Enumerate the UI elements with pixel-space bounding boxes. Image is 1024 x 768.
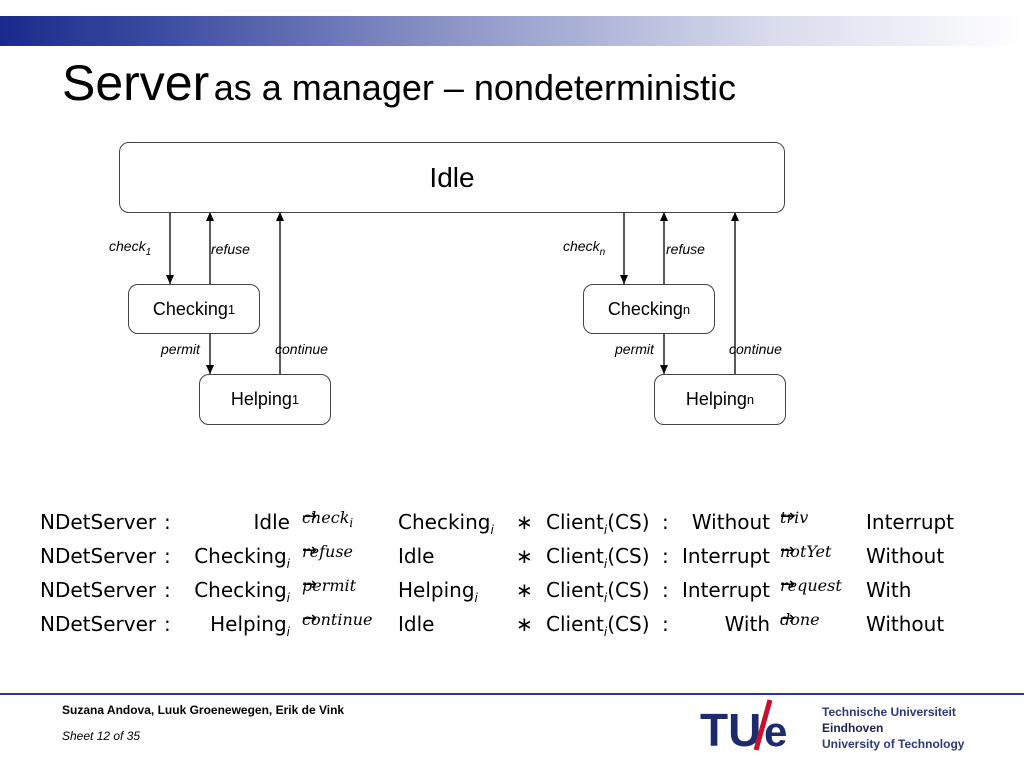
state-label: Helping bbox=[685, 389, 747, 409]
rule-to-phase: Without bbox=[866, 544, 945, 568]
rule-target-state: Checkingi bbox=[398, 510, 494, 537]
rule-phase-action-label: notYet bbox=[780, 542, 832, 561]
label-permit-right: permit bbox=[615, 341, 654, 357]
rule-action-label: checki bbox=[302, 508, 354, 531]
rule-source-state: Idle bbox=[253, 510, 290, 534]
footer-divider bbox=[0, 693, 1024, 695]
title-gradient-bar bbox=[0, 16, 1024, 46]
rule-source-state: Checkingi bbox=[194, 578, 290, 605]
rule-target-state: Idle bbox=[398, 612, 435, 636]
arrow-icon: → bbox=[780, 574, 796, 595]
footer-sheet-number: Sheet 12 of 35 bbox=[62, 729, 141, 743]
logo-line-3: University of Technology bbox=[822, 737, 965, 751]
rule-to-phase: Interrupt bbox=[866, 510, 955, 534]
rule-star: ∗ bbox=[516, 612, 533, 636]
label-permit-left: permit bbox=[161, 341, 200, 357]
university-name: Technische Universiteit Eindhoven Univer… bbox=[822, 704, 964, 752]
title-rest: as a manager – nondeterministic bbox=[213, 67, 736, 108]
rule-client: Clienti(CS) bbox=[546, 510, 650, 537]
rule-colon: : bbox=[662, 510, 669, 534]
rule-target-state: Helpingi bbox=[398, 578, 478, 605]
rule-from-phase: Without bbox=[691, 510, 770, 534]
rule-action-label: permit bbox=[302, 576, 357, 595]
label-continue-left: continue bbox=[275, 341, 328, 357]
rule-process: NDetServer bbox=[40, 510, 157, 534]
rule-phase-action-label: done bbox=[780, 610, 820, 629]
arrow-icon: → bbox=[302, 608, 318, 629]
rule-phase-action-label: request bbox=[780, 576, 842, 595]
rule-colon: : bbox=[662, 612, 669, 636]
rule-to-phase: With bbox=[866, 578, 912, 602]
arrow-icon: → bbox=[302, 506, 318, 527]
label-continue-right: continue bbox=[729, 341, 782, 357]
rule-client: Clienti(CS) bbox=[546, 544, 650, 571]
state-idle: Idle bbox=[119, 142, 785, 213]
label-check-1: check1 bbox=[109, 238, 152, 258]
rule-process: NDetServer bbox=[40, 544, 157, 568]
state-idle-label: Idle bbox=[429, 161, 475, 193]
rule-phase-action-label: triv bbox=[780, 508, 809, 527]
rule-client: Clienti(CS) bbox=[546, 578, 650, 605]
rule-target-state: Idle bbox=[398, 544, 435, 568]
rule-from-phase: Interrupt bbox=[682, 578, 771, 602]
rule-action-label: refuse bbox=[302, 542, 354, 561]
title-main: Server bbox=[62, 55, 210, 111]
rule-star: ∗ bbox=[516, 510, 533, 534]
logo-line-1: Technische Universiteit bbox=[822, 705, 956, 719]
arrow-icon: → bbox=[302, 574, 318, 595]
arrow-icon: → bbox=[302, 540, 318, 561]
rule-to-phase: Without bbox=[866, 612, 945, 636]
logo-e: e bbox=[764, 708, 786, 752]
logo-line-2: Eindhoven bbox=[822, 721, 884, 735]
rule-from-phase: Interrupt bbox=[682, 544, 771, 568]
rule-source-state: Helpingi bbox=[210, 612, 290, 639]
tue-logo-icon: TU e bbox=[700, 699, 786, 752]
state-label: Checking bbox=[607, 298, 683, 319]
rule-from-phase: With bbox=[724, 612, 770, 636]
rule-source-state: Checkingi bbox=[194, 544, 290, 571]
rule-process: NDetServer bbox=[40, 612, 157, 636]
rule-action-label: continue bbox=[302, 610, 373, 629]
rule-colon: : bbox=[164, 612, 171, 636]
rule-star: ∗ bbox=[516, 544, 533, 568]
slide-title: Server as a manager – nondeterministic bbox=[62, 54, 736, 112]
rule-colon: : bbox=[662, 578, 669, 602]
logo-tu: TU bbox=[700, 704, 761, 752]
rule-colon: : bbox=[164, 544, 171, 568]
label-refuse-right: refuse bbox=[666, 241, 705, 257]
label-refuse-left: refuse bbox=[211, 241, 250, 257]
rule-star: ∗ bbox=[516, 578, 533, 602]
state-label: Helping bbox=[230, 389, 292, 409]
arrow-icon: → bbox=[780, 506, 796, 527]
rule-process: NDetServer bbox=[40, 578, 157, 602]
state-label: Checking bbox=[152, 298, 228, 319]
label-check-n: checkn bbox=[563, 238, 606, 258]
rule-colon: : bbox=[164, 578, 171, 602]
footer-authors: Suzana Andova, Luuk Groenewegen, Erik de… bbox=[62, 703, 345, 717]
arrow-icon: → bbox=[780, 608, 796, 629]
rule-colon: : bbox=[164, 510, 171, 534]
rule-client: Clienti(CS) bbox=[546, 612, 650, 639]
arrow-icon: → bbox=[780, 540, 796, 561]
rule-colon: : bbox=[662, 544, 669, 568]
